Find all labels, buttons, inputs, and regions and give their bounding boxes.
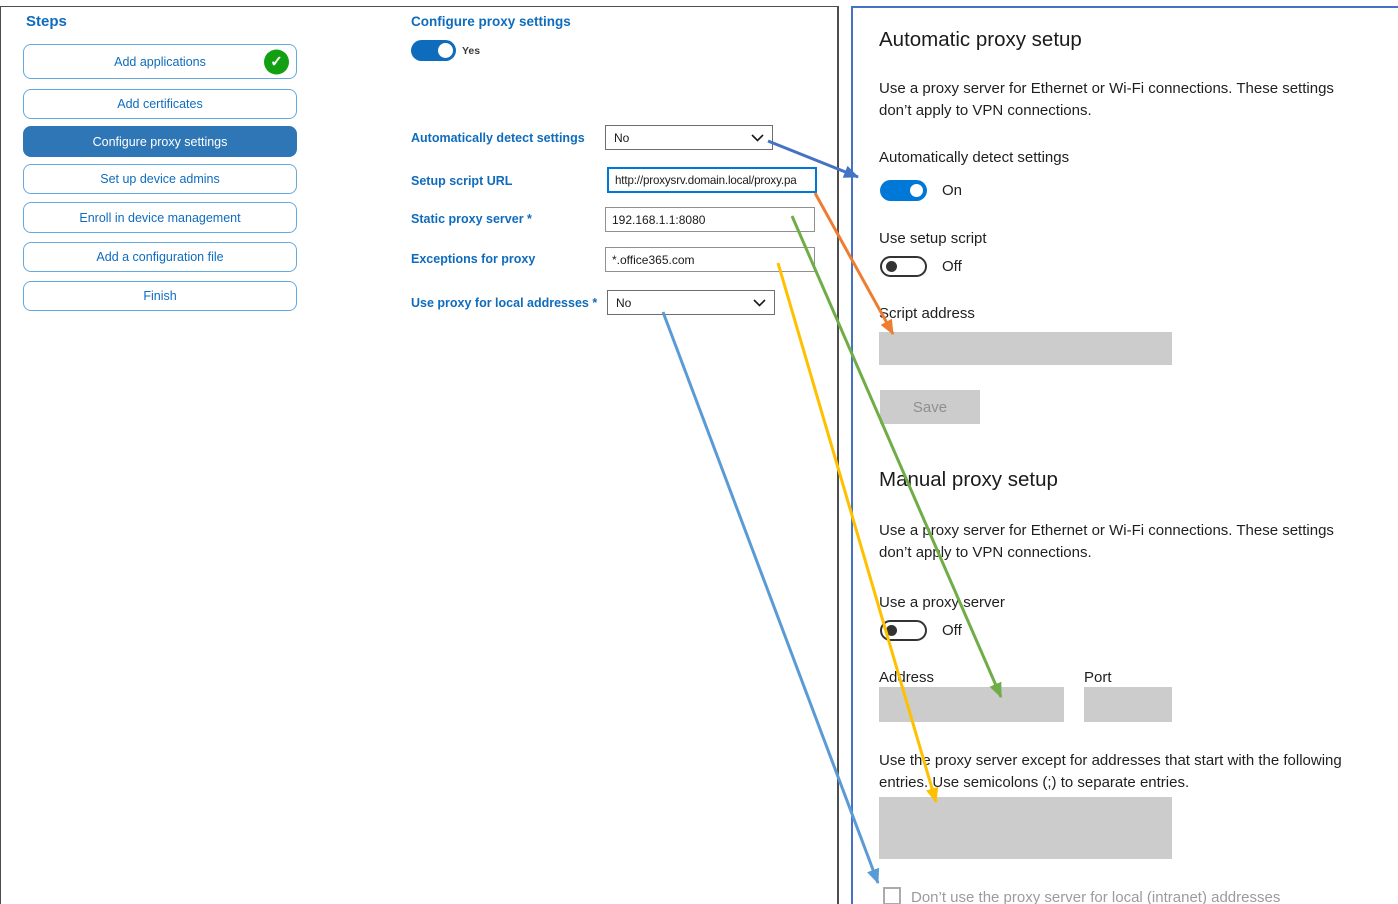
- dropdown-value: No: [616, 295, 632, 310]
- proxy-server-state: Off: [942, 622, 962, 639]
- step-label: Enroll in device management: [79, 210, 241, 225]
- step-label: Configure proxy settings: [92, 134, 228, 149]
- windows-proxy-settings-panel: Automatic proxy setup Use a proxy server…: [851, 6, 1398, 904]
- proxy-exceptions-note: Use the proxy server except for addresse…: [879, 752, 1342, 791]
- script-address-input[interactable]: [879, 332, 1172, 365]
- automatic-proxy-heading: Automatic proxy setup: [879, 28, 1082, 51]
- save-button[interactable]: Save: [880, 390, 980, 424]
- sidebar-step-enroll-in-device-management[interactable]: Enroll in device management: [23, 202, 297, 233]
- detect-settings-label: Automatically detect settings: [879, 149, 1070, 166]
- toggle-knob: [886, 261, 897, 272]
- use-setup-script-label: Use setup script: [879, 230, 987, 247]
- sidebar-step-add-a-configuration-file[interactable]: Add a configuration file: [23, 242, 297, 272]
- sidebar-step-finish[interactable]: Finish: [23, 281, 297, 311]
- setup-script-toggle[interactable]: [880, 256, 927, 277]
- chevron-down-icon: [751, 133, 764, 142]
- script-address-label: Script address: [879, 305, 975, 322]
- detect-settings-toggle[interactable]: [880, 180, 927, 201]
- configure-proxy-toggle-state: Yes: [462, 45, 481, 57]
- step-label: Add a configuration file: [96, 250, 224, 264]
- port-label: Port: [1084, 669, 1112, 686]
- address-input[interactable]: [879, 687, 1064, 722]
- auto-detect-label: Automatically detect settings: [411, 131, 585, 145]
- proxy-exceptions-input[interactable]: [605, 247, 815, 272]
- local-intranet-checkbox[interactable]: [883, 887, 901, 904]
- toggle-knob: [910, 184, 923, 197]
- port-input[interactable]: [1084, 687, 1172, 722]
- form-title: Configure proxy settings: [411, 14, 571, 29]
- sidebar-step-set-up-device-admins[interactable]: Set up device admins: [23, 164, 297, 194]
- automatic-proxy-description: Use a proxy server for Ethernet or Wi-Fi…: [879, 80, 1334, 119]
- steps-heading: Steps: [26, 13, 67, 30]
- static-proxy-label: Static proxy server *: [411, 212, 532, 226]
- step-label: Add applications: [114, 54, 206, 69]
- dropdown-value: No: [614, 130, 630, 145]
- auto-detect-dropdown[interactable]: No: [605, 125, 773, 150]
- chevron-down-icon: [753, 298, 766, 307]
- completed-check-icon: ✓: [264, 49, 289, 74]
- step-label: Set up device admins: [100, 172, 220, 186]
- configure-proxy-toggle[interactable]: [411, 40, 456, 61]
- proxy-exceptions-label: Exceptions for proxy: [411, 252, 536, 266]
- manual-proxy-heading: Manual proxy setup: [879, 468, 1058, 491]
- sidebar-step-add-certificates[interactable]: Add certificates: [23, 89, 297, 119]
- address-label: Address: [879, 669, 935, 686]
- local-addresses-dropdown[interactable]: No: [607, 290, 775, 315]
- use-proxy-server-label: Use a proxy server: [879, 594, 1005, 611]
- setup-script-state: Off: [942, 258, 962, 275]
- static-proxy-input[interactable]: [605, 207, 815, 232]
- toggle-knob: [886, 625, 897, 636]
- setup-script-url-label: Setup script URL: [411, 174, 513, 188]
- manual-proxy-description: Use a proxy server for Ethernet or Wi-Fi…: [879, 522, 1334, 561]
- detect-settings-state: On: [942, 182, 963, 199]
- exceptions-textarea[interactable]: [879, 797, 1172, 859]
- toggle-knob: [438, 43, 453, 58]
- local-addresses-label: Use proxy for local addresses *: [411, 296, 598, 310]
- setup-script-url-input[interactable]: [607, 167, 817, 193]
- sidebar-step-configure-proxy-settings[interactable]: Configure proxy settings: [23, 126, 297, 157]
- local-intranet-checkbox-label: Don’t use the proxy server for local (in…: [911, 889, 1281, 904]
- proxy-server-toggle[interactable]: [880, 620, 927, 641]
- step-label: Add certificates: [117, 97, 203, 111]
- sidebar-step-add-applications[interactable]: Add applications ✓: [23, 44, 297, 79]
- step-label: Finish: [143, 289, 177, 303]
